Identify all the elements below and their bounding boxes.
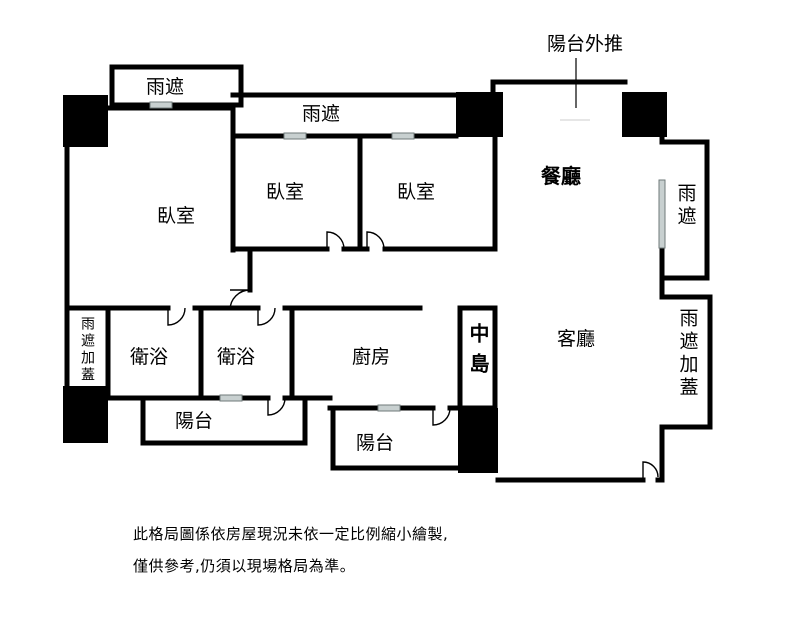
canopy-top-mid-outline <box>230 92 459 139</box>
master-bedroom-outline <box>64 105 236 311</box>
label-island: 中島 <box>466 323 490 383</box>
canopy-right-outline <box>659 139 710 281</box>
label-canopy-top-left: 雨遮 <box>146 76 185 98</box>
label-bath-1: 衛浴 <box>130 346 169 368</box>
window-bedroom-3 <box>391 132 415 140</box>
label-bedroom-3: 臥室 <box>397 181 436 203</box>
door-bedroom-3 <box>366 231 385 250</box>
label-canopy-right-text: 雨遮 <box>674 183 697 229</box>
window-dining-right <box>658 179 666 249</box>
door-bath-2-b <box>267 397 286 416</box>
bedroom-3-outline <box>357 133 498 252</box>
label-canopy-roofed-right-text: 雨遮加蓋 <box>676 308 699 400</box>
window-top-left <box>149 101 173 109</box>
label-balcony-2: 陽台 <box>356 432 395 454</box>
label-bedroom-master: 臥室 <box>157 205 196 227</box>
label-living: 客廳 <box>557 328 596 350</box>
label-balcony-1: 陽台 <box>175 410 214 432</box>
label-canopy-roofed-left-text: 雨遮加蓋 <box>79 316 95 384</box>
window-balcony-2 <box>377 404 401 412</box>
door-bedroom-2 <box>326 231 345 250</box>
label-canopy-roofed-right: 雨遮加蓋 <box>675 308 699 400</box>
label-dining: 餐廳 <box>541 164 581 188</box>
pillar-island-bottom <box>458 408 498 473</box>
window-bedroom-2 <box>283 132 307 140</box>
label-bath-2: 衛浴 <box>217 346 256 368</box>
door-entrance <box>642 461 659 480</box>
balcony-1-outline <box>140 395 308 446</box>
pillar-left-top <box>63 95 108 147</box>
balcony-2-outline <box>330 405 461 471</box>
door-bath-1 <box>167 307 186 326</box>
label-canopy-right: 雨遮 <box>674 183 697 229</box>
disclaimer-line-2: 僅供參考,仍須以現場格局為準。 <box>133 557 356 575</box>
door-corridor <box>229 289 251 311</box>
label-island-text: 中島 <box>466 323 490 383</box>
pillar-left-bottom <box>63 386 108 443</box>
pillar-top-right <box>622 92 667 137</box>
label-kitchen: 廚房 <box>352 346 391 368</box>
window-balcony-1 <box>219 394 243 402</box>
disclaimer-line-1: 此格局圖係依房屋現況未依一定比例縮小繪製, <box>133 525 449 543</box>
label-canopy-top-mid: 雨遮 <box>302 103 341 125</box>
label-bedroom-2: 臥室 <box>266 181 305 203</box>
door-bath-2-a <box>257 307 276 326</box>
label-canopy-roofed-left: 雨遮加蓋 <box>78 316 96 384</box>
door-kitchen-balcony <box>432 407 451 426</box>
pillar-top-mid <box>456 92 503 137</box>
bedroom-2-outline <box>230 133 370 252</box>
canopy-top-left-outline <box>109 64 244 108</box>
left-lower-outline <box>64 305 111 401</box>
main-right-outline <box>490 79 713 483</box>
label-balcony-push-out: 陽台外推 <box>547 33 624 55</box>
